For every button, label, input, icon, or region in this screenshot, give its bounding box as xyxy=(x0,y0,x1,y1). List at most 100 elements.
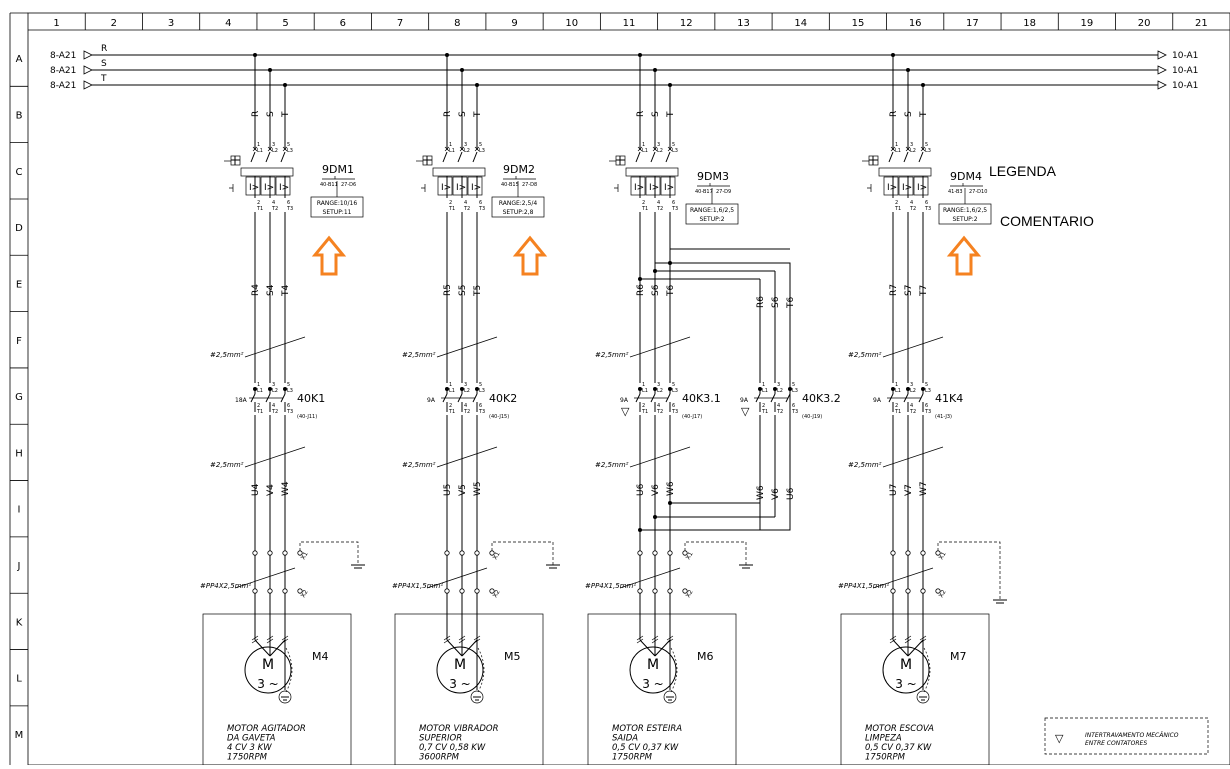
terminal-label: T2 xyxy=(463,206,470,212)
column-label: 9 xyxy=(511,18,517,29)
terminal-label: L1 xyxy=(762,388,768,394)
bus-source-ref: 8-A21 xyxy=(50,66,76,76)
terminal-number: 5 xyxy=(479,142,482,148)
terminal-label: T2 xyxy=(271,206,278,212)
trip-element xyxy=(245,176,261,196)
terminal-label: T1 xyxy=(256,409,263,415)
terminal-number: 6 xyxy=(479,403,482,409)
x2-terminal: X2 xyxy=(685,588,695,599)
row-label: H xyxy=(15,448,23,459)
row-label: A xyxy=(16,54,23,65)
x2-terminal: X2 xyxy=(492,588,502,599)
aux-contact xyxy=(503,176,536,180)
column-label: 16 xyxy=(909,18,922,29)
terminal-number: 4 xyxy=(777,403,780,409)
column-label: 15 xyxy=(852,18,865,29)
column-label: 18 xyxy=(1023,18,1036,29)
terminal-label: L3 xyxy=(672,388,678,394)
row-label: M xyxy=(15,730,24,741)
aux-contact xyxy=(697,183,730,187)
motor-circle xyxy=(882,646,930,694)
wire xyxy=(269,639,286,657)
trip-element xyxy=(437,176,453,196)
setting-box xyxy=(685,203,739,225)
terminal xyxy=(905,550,911,556)
motor-desc-line: SUPERIOR xyxy=(419,734,462,744)
terminal-number: 2 xyxy=(895,200,898,206)
bus-arrow-in xyxy=(83,50,93,60)
rated-current: 9A xyxy=(620,397,629,404)
terminal xyxy=(667,588,673,594)
trip-element xyxy=(260,176,276,196)
wire-tag: R5 xyxy=(443,284,453,296)
terminal-label: L2 xyxy=(464,388,470,394)
setup-value: SETUP:2,8 xyxy=(503,209,534,216)
terminal-number: 2 xyxy=(895,403,898,409)
column-label: 14 xyxy=(794,18,807,29)
terminal xyxy=(935,588,941,594)
terminal-number: 5 xyxy=(792,382,795,388)
terminal-label: L3 xyxy=(792,388,798,394)
terminal-number: 4 xyxy=(910,200,913,206)
cable-slash xyxy=(882,446,944,468)
trip-element xyxy=(913,176,929,196)
interlock-symbol: ▽ xyxy=(621,405,630,418)
column-label: 4 xyxy=(225,18,231,29)
terminal-number: 4 xyxy=(464,403,467,409)
cable-section: #PP4X1,5mm² xyxy=(838,582,889,590)
terminal-label: L2 xyxy=(464,148,470,154)
motor-desc-line: DA GAVETA xyxy=(227,734,276,744)
terminal-number: 6 xyxy=(792,403,795,409)
column-label: 13 xyxy=(737,18,750,29)
terminal-label: T3 xyxy=(478,206,485,212)
terminal xyxy=(637,588,643,594)
column-label: 17 xyxy=(966,18,979,29)
ground-symbol xyxy=(663,690,677,704)
terminal-number: 5 xyxy=(925,142,928,148)
orange-arrow-icon xyxy=(946,235,982,276)
row-label: D xyxy=(15,223,23,234)
terminal-label: L2 xyxy=(272,148,278,154)
cable-section: #2,5mm² xyxy=(848,351,882,359)
terminal xyxy=(489,588,495,594)
junction-dot xyxy=(268,68,272,72)
terminal xyxy=(920,588,926,594)
wire-tag: W6 xyxy=(756,485,766,500)
contact-x xyxy=(905,146,911,152)
interlock-text-1: INTERTRAVAMENTO MECÂNICO xyxy=(1085,732,1179,739)
terminal-number: 2 xyxy=(642,403,645,409)
terminal-label: T2 xyxy=(463,409,470,415)
x1-terminal: X1 xyxy=(685,550,695,561)
junction-dot xyxy=(475,83,479,87)
terminal xyxy=(474,550,480,556)
row-label: E xyxy=(16,279,22,290)
terminal-label: L3 xyxy=(479,388,485,394)
column-label: 10 xyxy=(565,18,578,29)
terminal-number: 1 xyxy=(642,382,645,388)
x1-terminal: X1 xyxy=(938,550,948,561)
interlock-symbol: ▽ xyxy=(1055,732,1064,745)
row-label: J xyxy=(17,561,21,572)
row-label: G xyxy=(15,392,23,403)
bus-phase-label: T xyxy=(100,74,107,84)
column-label: 20 xyxy=(1138,18,1151,29)
terminal-number: 4 xyxy=(657,200,660,206)
terminal-label: T1 xyxy=(448,206,455,212)
terminal-number: 2 xyxy=(257,200,260,206)
contactor-ref: (41-J3) xyxy=(935,414,952,420)
terminal-number: 3 xyxy=(272,142,275,148)
motor-desc-line: MOTOR VIBRADOR xyxy=(419,724,499,734)
terminal xyxy=(252,588,258,594)
trip-symbol: I> xyxy=(279,183,289,193)
trip-element xyxy=(452,176,468,196)
bus-source-ref: 8-A21 xyxy=(50,51,76,61)
